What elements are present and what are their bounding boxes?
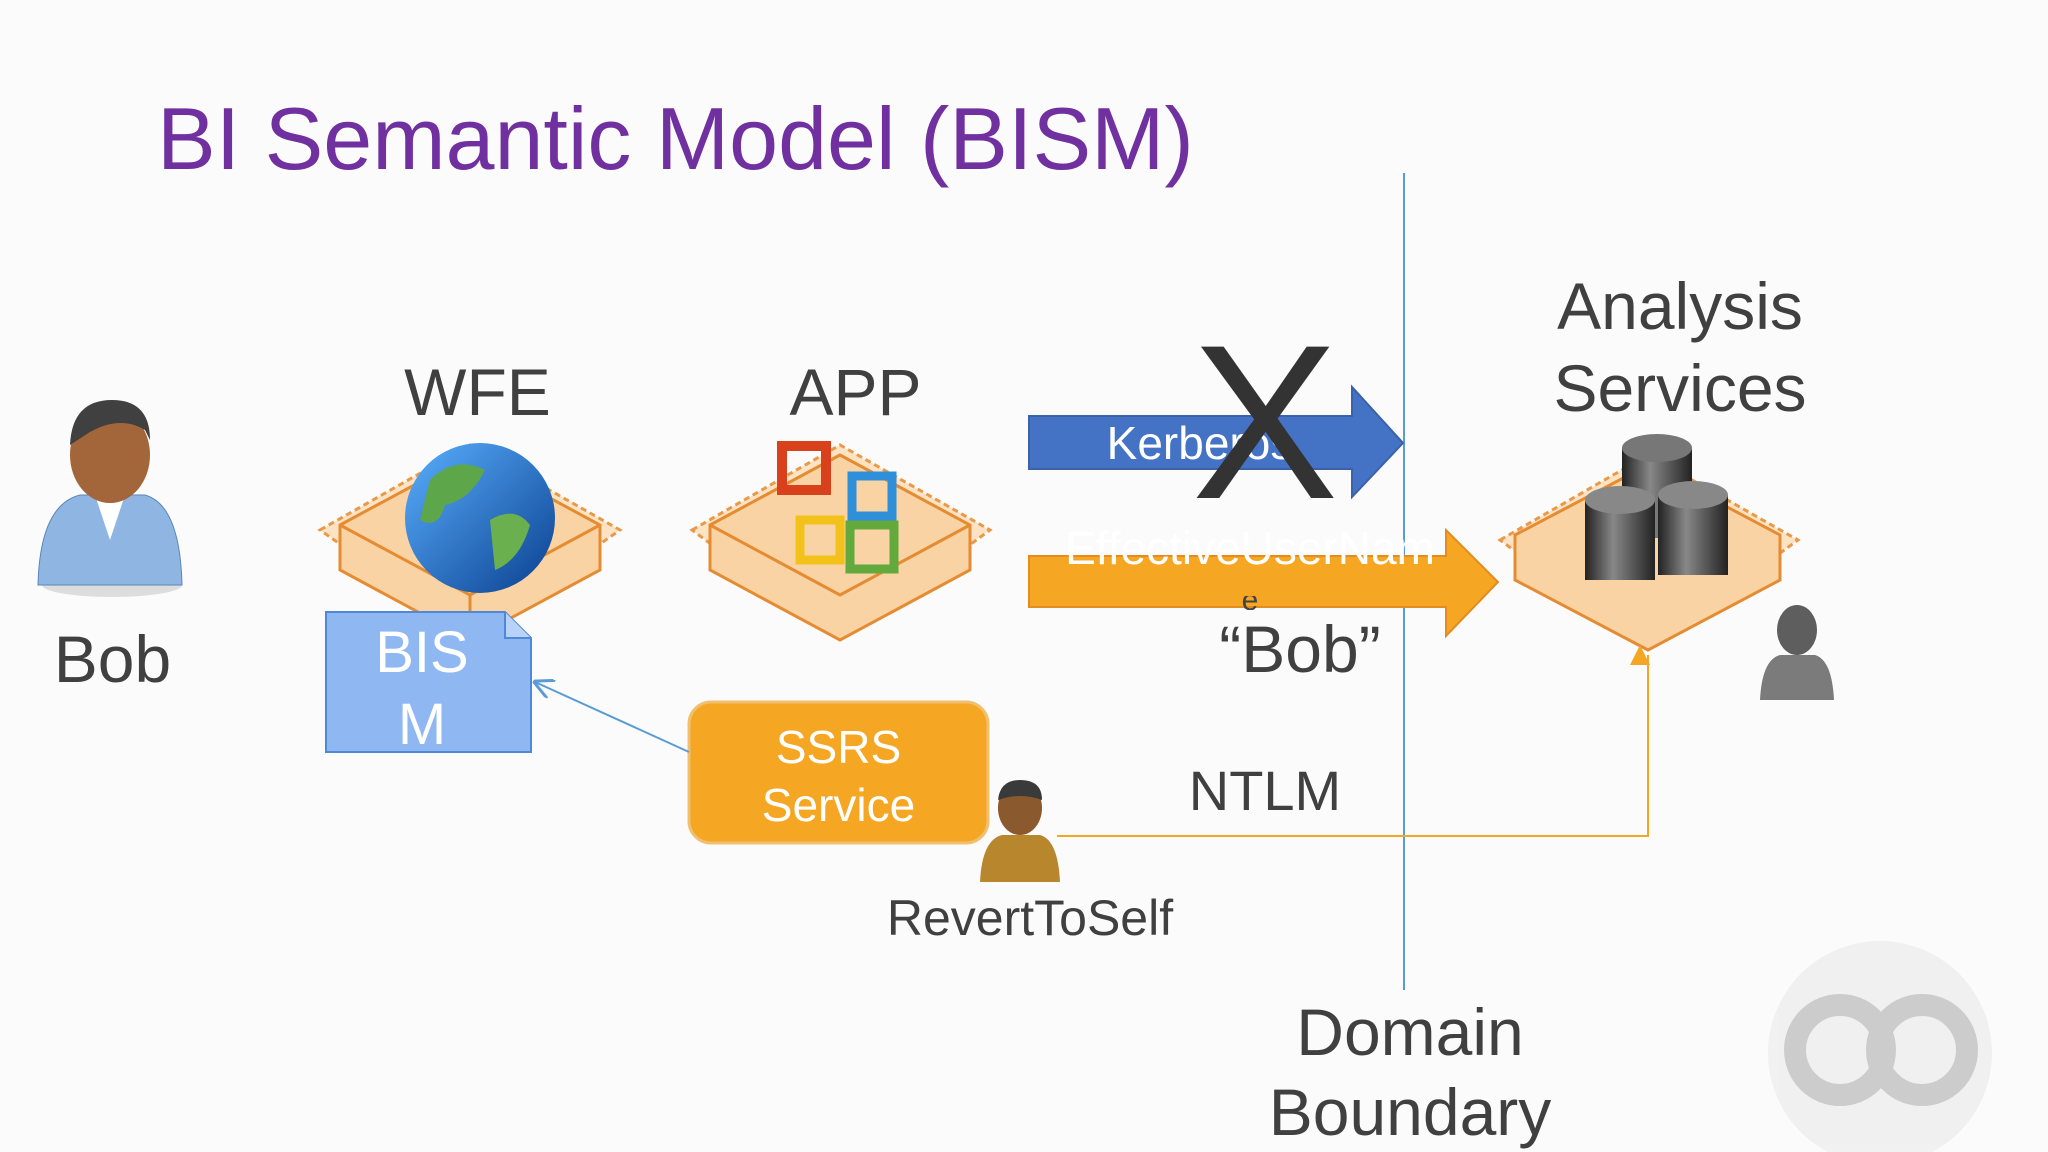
effective-user-value: “Bob”: [1219, 612, 1381, 686]
ssrs-to-bism-connector: [535, 682, 690, 753]
ntlm-label: NTLM: [1188, 759, 1342, 822]
effective-user-label-line1: EffectiveUserNam: [1065, 530, 1435, 570]
effective-user-arrow: [1028, 527, 1500, 639]
brand-watermark-icon: [1768, 941, 1992, 1152]
domain-boundary-label-line2: Boundary: [1268, 1075, 1552, 1149]
service-account-person-icon: [1760, 605, 1834, 700]
analysis-server-database-icon: [1497, 434, 1801, 652]
app-label: APP: [789, 355, 922, 429]
revert-to-self-label: RevertToSelf: [886, 890, 1174, 946]
bism-label-line2: M: [397, 692, 447, 757]
effective-user-label-line2: e: [1220, 596, 1280, 610]
web-server-globe-icon: [317, 443, 623, 642]
bism-label-line1: BIS: [375, 620, 469, 685]
ssrs-label-line1: SSRS: [775, 721, 902, 773]
person-icon: [37, 400, 183, 597]
app-server-office-icon: [689, 441, 993, 642]
bob-label: Bob: [53, 622, 172, 696]
analysis-services-label-line1: Analysis: [1557, 269, 1803, 343]
ssrs-person-icon: [980, 780, 1060, 882]
domain-boundary-label-line1: Domain: [1296, 995, 1524, 1069]
bism-document-icon: [325, 611, 532, 753]
analysis-services-label-line2: Services: [1553, 351, 1807, 425]
kerberos-arrow: [1028, 384, 1405, 500]
kerberos-blocked-x: X: [1191, 299, 1339, 545]
slide-title: BI Semantic Model (BISM): [157, 89, 1194, 188]
ssrs-label-line2: Service: [761, 779, 916, 831]
wfe-label: WFE: [404, 355, 551, 429]
kerberos-label: Kerberos: [1106, 417, 1294, 469]
ssrs-service-box: [687, 700, 990, 845]
ntlm-connector: [1057, 645, 1650, 837]
